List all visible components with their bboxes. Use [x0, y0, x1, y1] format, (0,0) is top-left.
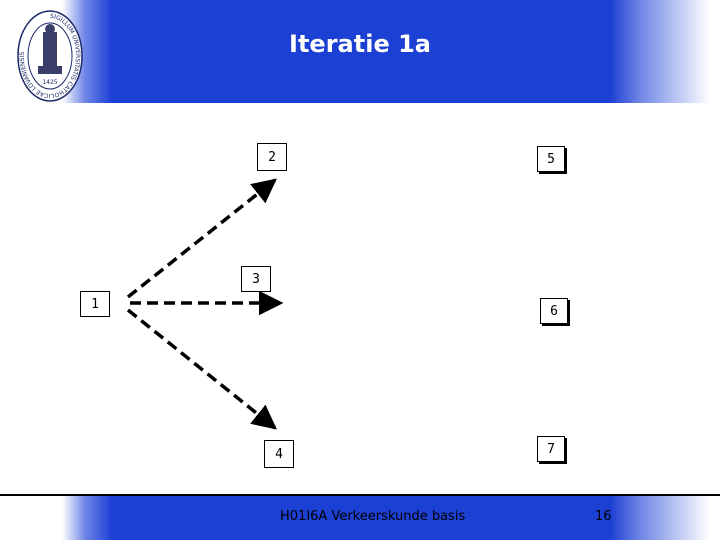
node-7: 7 — [537, 436, 565, 462]
page-number: 16 — [595, 509, 612, 524]
header-band — [0, 0, 720, 103]
node-6: 6 — [540, 298, 568, 324]
footer-band — [0, 496, 720, 540]
arrow-1-to-4 — [126, 308, 277, 430]
arrow-1-to-2 — [126, 178, 277, 299]
footer-divider — [0, 494, 720, 496]
node-1: 1 — [80, 291, 110, 317]
seal-year: 1425 — [42, 79, 57, 86]
slide-title: Iteratie 1a — [289, 30, 431, 58]
node-5: 5 — [537, 146, 565, 172]
university-seal-logo: SIGILLUM UNIVERSITATIS CATHOLICAE LOVANI… — [17, 10, 83, 102]
footer-course-label: H01I6A Verkeerskunde basis — [280, 509, 466, 524]
node-4: 4 — [264, 440, 294, 468]
node-2: 2 — [257, 143, 287, 171]
node-3: 3 — [241, 266, 271, 292]
